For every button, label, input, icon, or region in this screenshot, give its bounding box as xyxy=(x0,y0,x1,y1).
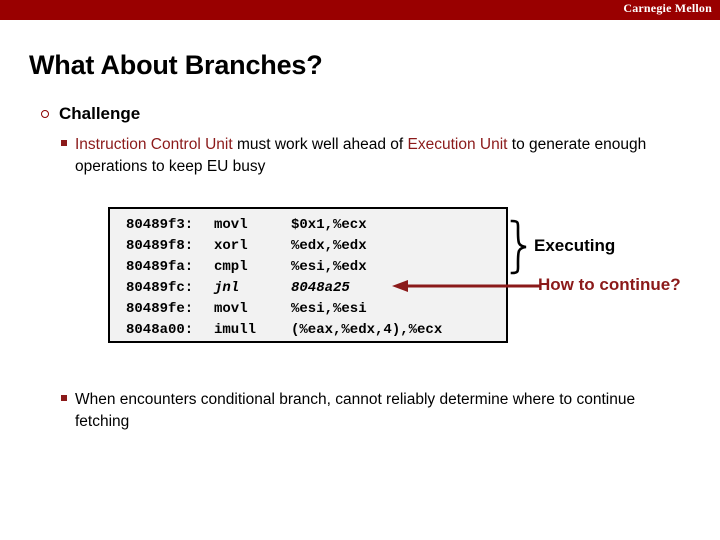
circle-bullet-icon xyxy=(41,110,49,118)
assembly-code-block: 80489f3: movl $0x1,%ecx 80489f8: xorl %e… xyxy=(108,207,508,343)
square-bullet-icon xyxy=(61,140,67,146)
code-line: 8048a00: imull (%eax,%edx,4),%ecx xyxy=(110,320,506,341)
code-mnemonic: xorl xyxy=(214,238,248,254)
code-line: 80489fe: movl %esi,%esi xyxy=(110,299,506,320)
code-address: 80489fe: xyxy=(126,301,194,317)
code-address: 80489f3: xyxy=(126,217,194,233)
bullet-icu-ahead-seg4: to generate enough operations to keep EU… xyxy=(75,136,647,175)
code-operands: $0x1,%ecx xyxy=(291,217,367,233)
curly-brace-icon xyxy=(510,219,527,275)
bullet-challenge: Challenge xyxy=(41,104,140,124)
term-instruction-control-unit: Instruction Control Unit xyxy=(75,136,233,153)
bullet-conditional-branch: When encounters conditional branch, cann… xyxy=(61,389,691,433)
code-address: 80489f8: xyxy=(126,238,194,254)
header-band xyxy=(0,0,720,20)
brand-label: Carnegie Mellon xyxy=(623,1,712,15)
bullet-icu-ahead: Instruction Control Unit must work well … xyxy=(61,134,661,178)
code-line: 80489fa: cmpl %esi,%edx xyxy=(110,257,506,278)
code-line: 80489f8: xorl %edx,%edx xyxy=(110,236,506,257)
code-address: 80489fa: xyxy=(126,259,194,275)
executing-annotation: Executing xyxy=(534,236,616,255)
bullet-conditional-branch-text: When encounters conditional branch, cann… xyxy=(75,391,636,430)
bullet-icu-ahead-text: Instruction Control Unit must work well … xyxy=(75,134,661,178)
page-title: What About Branches? xyxy=(29,50,323,80)
code-operands: %esi,%edx xyxy=(291,259,367,275)
term-execution-unit: Execution Unit xyxy=(407,136,508,153)
code-operands: 8048a25 xyxy=(291,280,350,296)
code-operands: (%eax,%edx,4),%ecx xyxy=(291,322,443,338)
code-mnemonic: jnl xyxy=(214,280,240,296)
code-line-branch: 80489fc: jnl 8048a25 xyxy=(110,278,506,299)
code-address: 80489fc: xyxy=(126,280,194,296)
how-to-continue-annotation: How to continue? xyxy=(538,275,681,294)
code-mnemonic: movl xyxy=(214,301,248,317)
bullet-icu-ahead-seg2: must work well ahead of xyxy=(232,136,408,153)
code-mnemonic: cmpl xyxy=(214,259,248,275)
code-operands: %edx,%edx xyxy=(291,238,367,254)
code-mnemonic: movl xyxy=(214,217,248,233)
code-operands: %esi,%esi xyxy=(291,301,367,317)
code-mnemonic: imull xyxy=(214,322,257,338)
red-arrow-icon xyxy=(392,280,540,292)
bullet-challenge-label: Challenge xyxy=(59,104,141,123)
code-address: 8048a00: xyxy=(126,322,194,338)
square-bullet-icon xyxy=(61,395,67,401)
code-line: 80489f3: movl $0x1,%ecx xyxy=(110,215,506,236)
